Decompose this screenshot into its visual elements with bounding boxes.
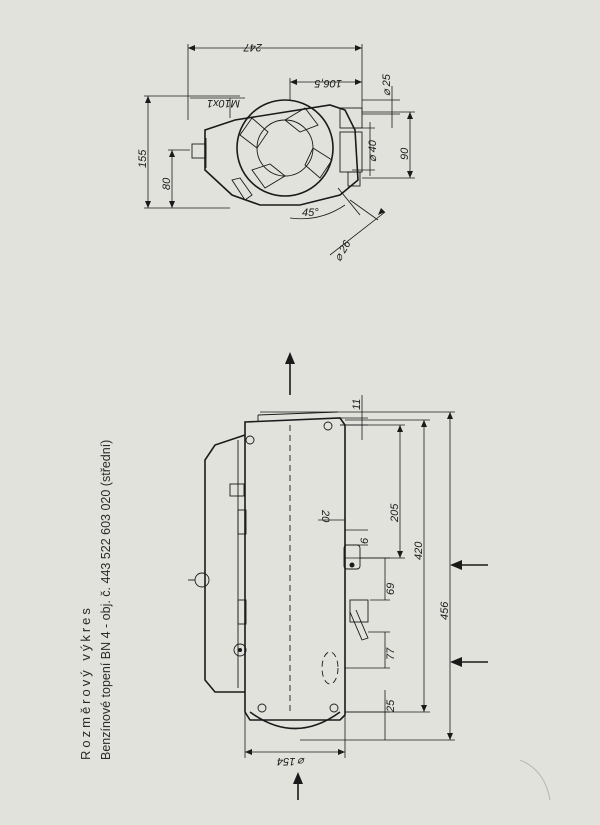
title-block: Rozměrový výkres Benzínové topení BN 4 -… xyxy=(78,440,113,760)
dim-420: 420 xyxy=(413,541,425,560)
dim-80: 80 xyxy=(161,177,173,190)
dim-106-5: 106,5 xyxy=(314,77,342,89)
title-line-2: Benzínové topení BN 4 - obj. č. 443 522 … xyxy=(99,440,113,760)
dim-phi-154: ⌀ 154 xyxy=(277,755,305,767)
dim-69: 69 xyxy=(385,583,397,595)
dim-77: 77 xyxy=(385,647,397,660)
dim-20: 20 xyxy=(319,509,331,523)
page-smudge xyxy=(519,759,551,801)
dim-phi-26: ⌀ 26 xyxy=(332,238,354,264)
dim-phi-25: ⌀ 25 xyxy=(381,73,393,96)
dim-25: 25 xyxy=(385,699,397,713)
dim-phi-40: ⌀ 40 xyxy=(367,139,379,162)
dim-m10: M10x1 xyxy=(207,97,240,109)
dim-11: 11 xyxy=(351,399,363,410)
dim-456: 456 xyxy=(439,601,451,620)
dim-45-deg: 45° xyxy=(302,207,319,219)
dim-247: 247 xyxy=(243,41,263,53)
dim-90: 90 xyxy=(399,147,411,160)
side-view: 11 20 205 6 420 69 456 xyxy=(188,352,488,800)
end-view: 247 106,5 ⌀ 25 M10x1 155 80 xyxy=(137,41,415,264)
title-line-1: Rozměrový výkres xyxy=(78,605,93,760)
dim-155: 155 xyxy=(137,149,149,168)
dim-6: 6 xyxy=(359,537,371,544)
dim-205: 205 xyxy=(389,503,401,523)
